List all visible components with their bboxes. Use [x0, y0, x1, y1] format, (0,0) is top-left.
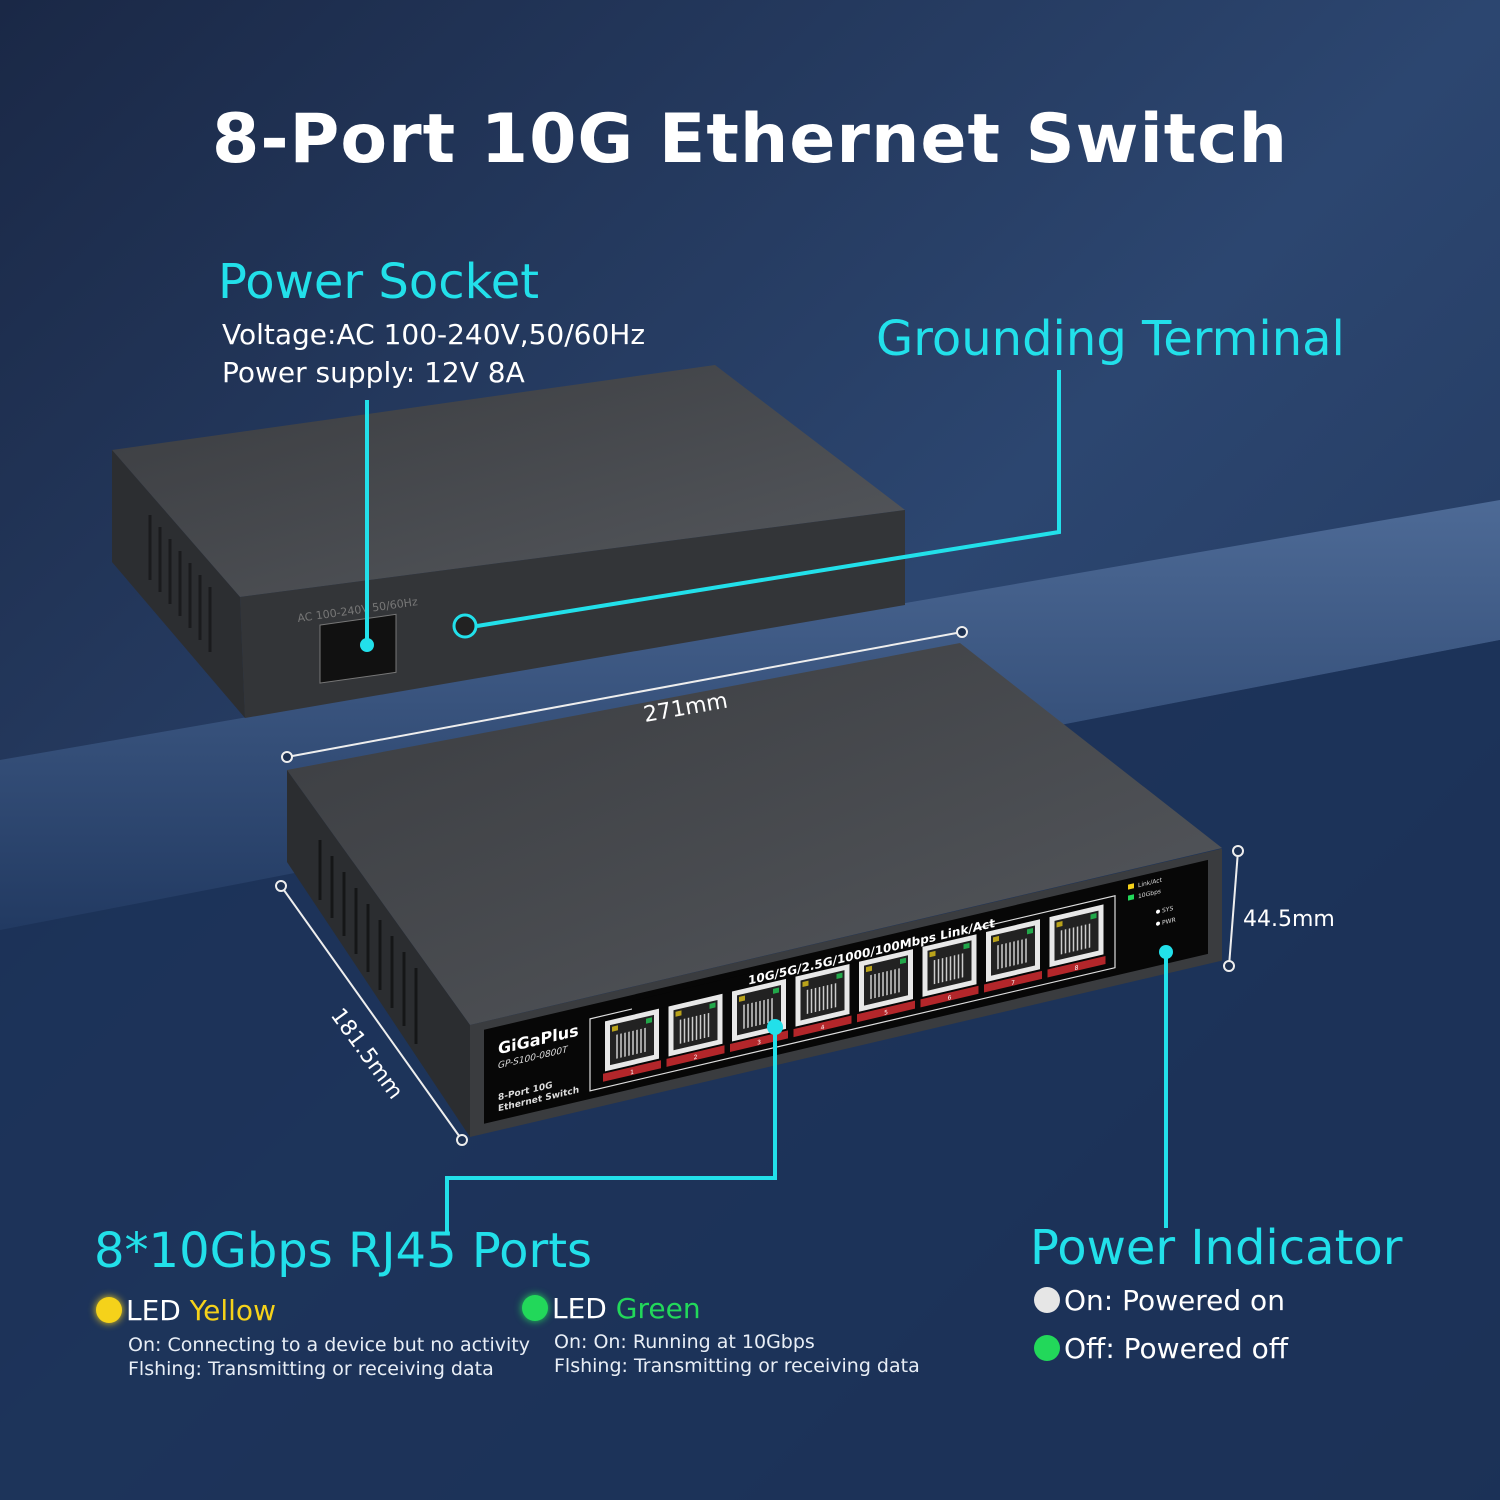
height-dimension: 44.5mm	[1243, 907, 1335, 932]
power-socket-supply: Power supply: 12V 8A	[222, 356, 525, 389]
led-green-on: On: On: Running at 10Gbps	[554, 1331, 815, 1353]
pwr-led	[1156, 921, 1160, 926]
led-green-title: LED Green	[522, 1292, 701, 1325]
power-socket-heading: Power Socket	[218, 254, 540, 310]
switch-front-view: GiGaPlus GP-S100-0800T 8-Port 10G Ethern…	[287, 643, 1222, 1137]
power-indicator-on: On: Powered on	[1034, 1284, 1285, 1317]
port-number: 1	[630, 1069, 634, 1077]
pwr-label: PWR	[1162, 916, 1176, 926]
rj45-port-8[interactable]: 8	[1047, 904, 1106, 979]
led-yellow-flash: Flshing: Transmitting or receiving data	[128, 1358, 494, 1380]
sys-led	[1156, 909, 1160, 914]
port-number: 8	[1075, 964, 1079, 972]
white-led-icon	[1034, 1287, 1060, 1313]
grounding-terminal	[452, 613, 478, 639]
front-panel: GiGaPlus GP-S100-0800T 8-Port 10G Ethern…	[470, 848, 1222, 1137]
led-green-flash: Flshing: Transmitting or receiving data	[554, 1355, 920, 1377]
led-yellow-on: On: Connecting to a device but no activi…	[128, 1334, 530, 1356]
yellow-led-icon	[96, 1297, 122, 1323]
switch-rear-view: AC 100-240V 50/60Hz	[112, 365, 905, 718]
grounding-terminal-heading: Grounding Terminal	[876, 311, 1345, 367]
callout-lines	[365, 370, 1168, 1232]
port-number: 6	[948, 994, 952, 1002]
rj45-port-2[interactable]: 2	[666, 993, 725, 1068]
power-indicator-off: Off: Powered off	[1034, 1332, 1288, 1365]
rj45-port-6[interactable]: 6	[920, 934, 979, 1009]
rj45-port-5[interactable]: 5	[857, 949, 915, 1024]
page-title: 8-Port 10G Ethernet Switch	[212, 100, 1288, 179]
port-number: 7	[1011, 979, 1015, 987]
rj45-port-4[interactable]: 4	[793, 963, 852, 1039]
port-number: 2	[694, 1054, 698, 1062]
power-socket-voltage: Voltage:AC 100-240V,50/60Hz	[222, 318, 646, 351]
sys-label: SYS	[1162, 905, 1173, 915]
green-led-icon	[1034, 1335, 1060, 1361]
port-number: 4	[821, 1024, 825, 1032]
port-number: 5	[884, 1009, 888, 1017]
dimension-lines	[275, 626, 1244, 1146]
rj45-port-7[interactable]: 7	[984, 919, 1042, 994]
ports-heading: 8*10Gbps RJ45 Ports	[94, 1223, 593, 1279]
green-led-icon	[522, 1295, 548, 1321]
power-indicator-heading: Power Indicator	[1030, 1220, 1403, 1276]
power-socket	[319, 613, 397, 684]
rj45-port-1[interactable]: 1	[603, 1008, 661, 1083]
port-number: 3	[757, 1039, 761, 1047]
led-yellow-title: LED Yellow	[96, 1294, 276, 1327]
